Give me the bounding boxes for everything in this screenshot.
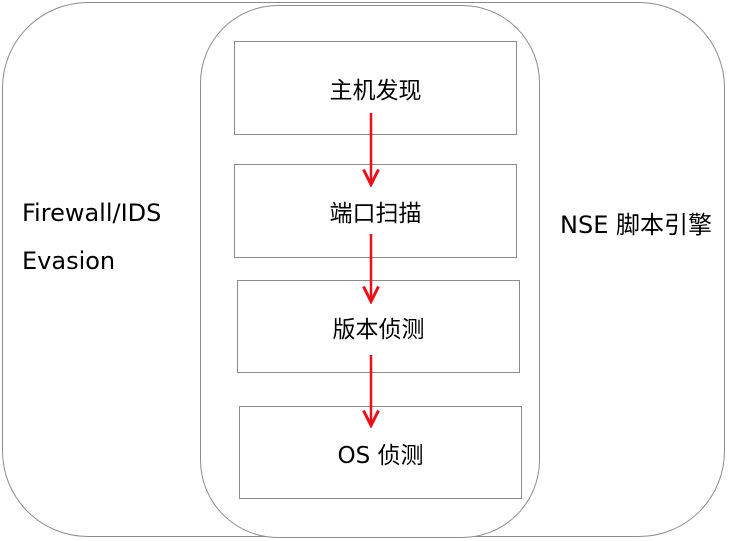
- step-port-scan: 端口扫描: [234, 164, 517, 258]
- step-label: 主机发现: [329, 78, 422, 104]
- step-os-detection: OS 侦测: [239, 406, 522, 499]
- nse-engine-label: NSE 脚本引擎: [560, 211, 712, 239]
- step-label: 版本侦测: [332, 316, 425, 343]
- firewall-label-line-2: Evasion: [22, 247, 116, 275]
- firewall-label-line-1: Firewall/IDS: [22, 199, 162, 227]
- step-host-discovery: 主机发现: [234, 41, 517, 135]
- step-label: 端口扫描: [329, 201, 422, 227]
- step-version-detection: 版本侦测: [237, 280, 520, 373]
- step-label: OS 侦测: [337, 442, 424, 469]
